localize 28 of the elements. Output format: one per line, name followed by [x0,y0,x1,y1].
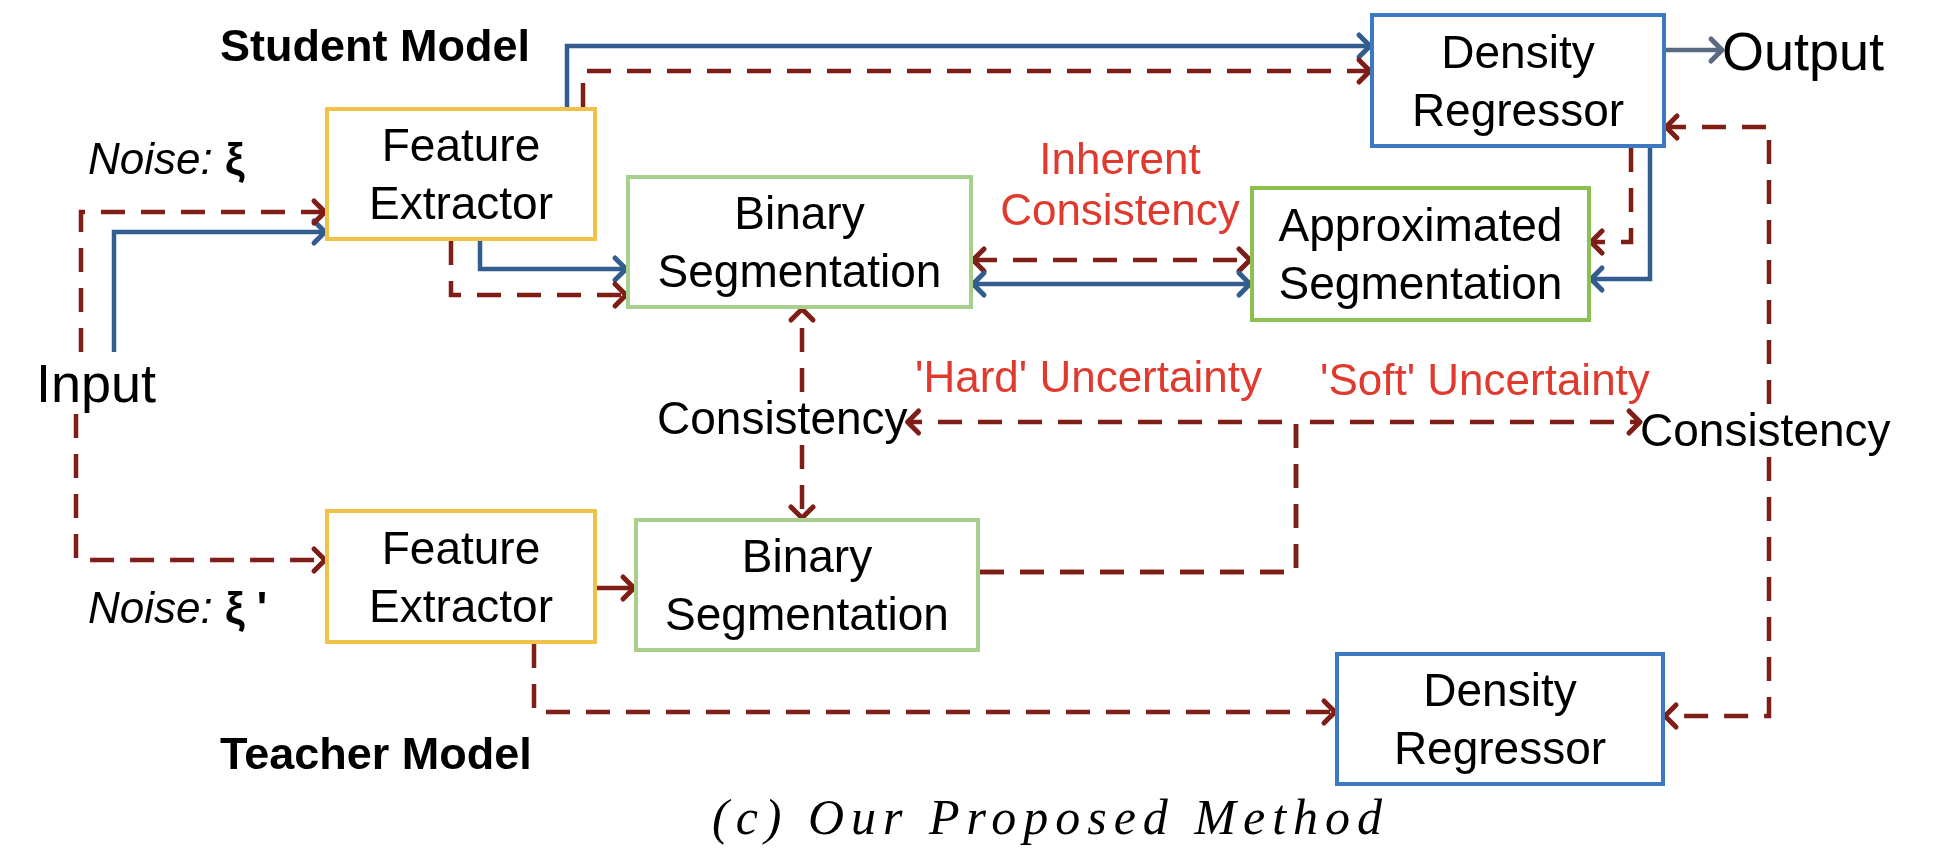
node-label: Density Regressor [1392,663,1608,776]
output-label: Output [1722,20,1885,83]
edge-label: 'Soft' Uncertainty [1320,355,1650,406]
arrow [980,408,1643,575]
consistency-label: Consistency [657,392,908,445]
consistency-label: Consistency [1640,404,1891,457]
edge-label: Inherent Consistency [999,134,1241,236]
edge-label: Noise: ξ ' [88,583,268,634]
model-heading: Student Model [220,20,530,72]
node-label: Feature Extractor [367,520,554,634]
edge-label: 'Hard' Uncertainty [915,352,1262,403]
edge-label: Noise: ξ [88,134,245,185]
process-box [1370,13,1666,148]
input-label: Input [36,352,157,415]
process-box [1250,186,1591,322]
process-box [1335,652,1665,786]
node-label: Density Regressor [1410,24,1626,138]
arrow [788,444,816,521]
model-heading: Teacher Model [220,728,532,780]
node-label: Binary Segmentation [664,529,950,642]
node-label: Approximated Segmentation [1277,198,1564,311]
process-box [325,509,597,644]
node-label: Feature Extractor [367,118,554,231]
arrow [1666,36,1725,64]
process-box [325,107,597,241]
node-label: Binary Segmentation [656,186,943,299]
process-box [634,518,980,652]
process-box [626,175,973,309]
